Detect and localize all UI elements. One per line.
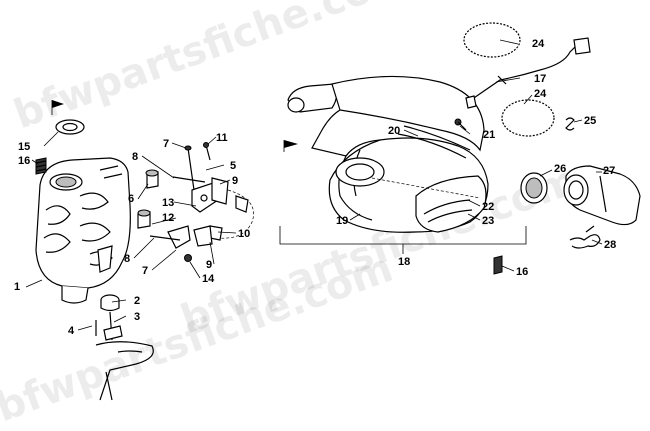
sensor-part-17: [465, 37, 591, 109]
callout-7-upper: 7: [163, 138, 169, 150]
callout-24-upper: 24: [532, 38, 545, 50]
callout-1: 1: [14, 281, 20, 293]
leader-lines: [25, 39, 603, 331]
bracket-part-9: [191, 177, 229, 213]
tailpipe-part-27: [563, 165, 641, 226]
callout-9-upper: 9: [232, 175, 238, 187]
direction-arrow-icon: [51, 100, 64, 115]
callout-10: 10: [238, 228, 250, 240]
callout-15: 15: [18, 141, 30, 153]
callout-11: 11: [216, 132, 228, 144]
grommet-part-2: [100, 294, 120, 312]
callout-24-lower: 24: [534, 88, 547, 100]
callout-8-upper: 8: [132, 151, 138, 163]
callout-8-lower: 8: [124, 253, 130, 265]
bolt-part-7: [172, 142, 211, 191]
callout-16-left: 16: [18, 155, 30, 167]
callout-28: 28: [604, 239, 616, 251]
clamp-band-part-24: [463, 22, 555, 137]
assembly-bracket-18: [279, 226, 527, 254]
bracket-part-13: [149, 225, 213, 262]
callout-12: 12: [162, 212, 174, 224]
callout-27: 27: [603, 165, 615, 177]
spring-part-16: [35, 157, 47, 175]
callout-19: 19: [336, 215, 348, 227]
callout-9-lower: 9: [206, 259, 212, 271]
callout-3: 3: [134, 311, 140, 323]
callout-labels: 1 2 3 4 5 6 7 7 8 8 9 9 10 11 12 13 14 1…: [14, 38, 616, 337]
spring-part-25: [565, 117, 575, 131]
callout-23: 23: [482, 215, 494, 227]
seal-ring-part-26: [520, 172, 548, 204]
callout-14: 14: [202, 273, 215, 285]
callout-7-lower: 7: [142, 265, 148, 277]
spring-part-28: [569, 225, 601, 249]
callout-22: 22: [482, 201, 494, 213]
callout-17: 17: [534, 73, 546, 85]
callout-6: 6: [128, 193, 134, 205]
muffler-assembly: [35, 157, 131, 304]
bushing-part-6: [137, 169, 159, 229]
spring-part-16: [493, 255, 503, 275]
callout-16-right: 16: [516, 266, 528, 278]
expansion-chamber-assembly: [283, 75, 489, 233]
callout-25: 25: [584, 115, 596, 127]
callout-18: 18: [398, 256, 410, 268]
callout-4: 4: [68, 325, 75, 337]
diagram-drawing: 1 2 3 4 5 6 7 7 8 8 9 9 10 11 12 13 14 1…: [14, 22, 641, 401]
callout-21: 21: [483, 129, 495, 141]
bolt-part-3: [95, 311, 123, 341]
callout-26: 26: [554, 163, 566, 175]
callout-20: 20: [388, 125, 400, 137]
callout-5: 5: [230, 160, 236, 172]
chassis-frame: [95, 341, 154, 401]
grommet-part-15: [55, 119, 85, 135]
callout-2: 2: [134, 295, 140, 307]
callout-13: 13: [162, 197, 174, 209]
